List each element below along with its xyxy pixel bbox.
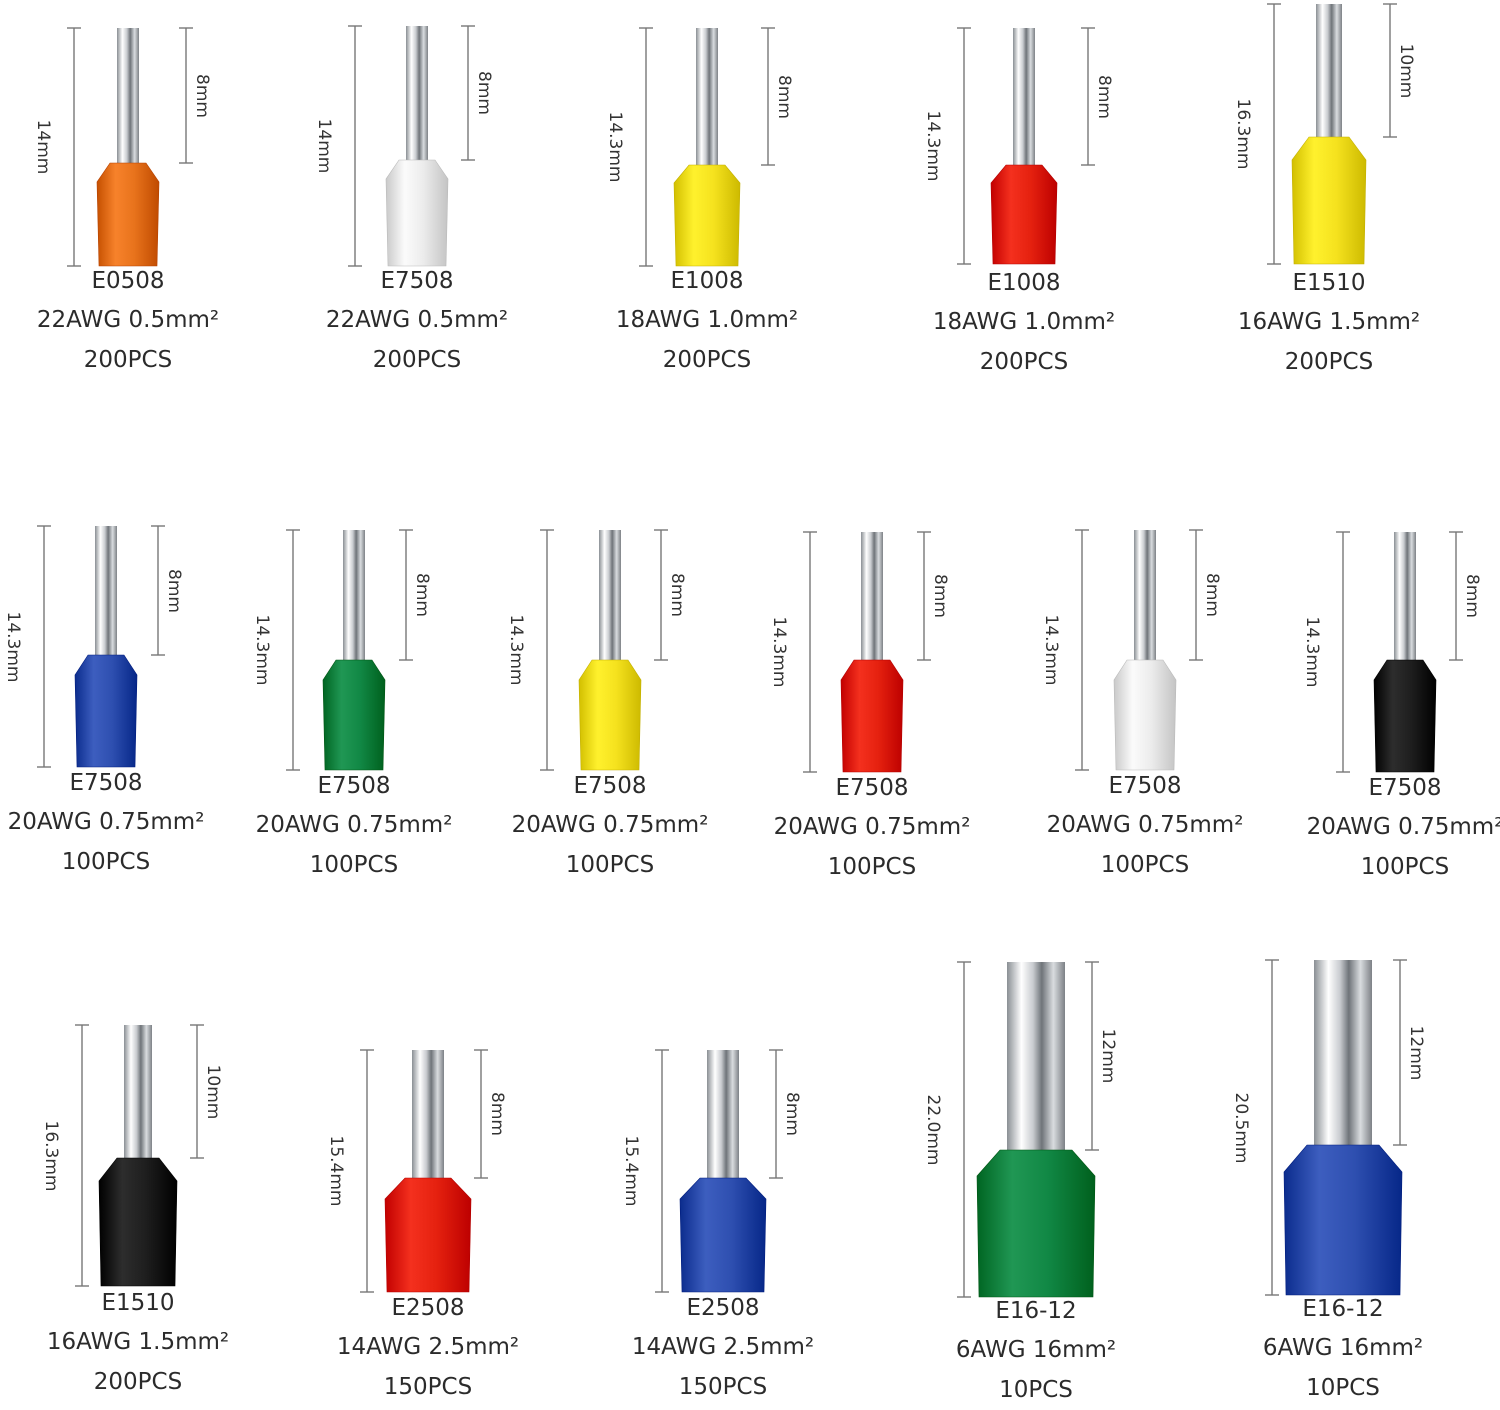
ferrule-spec: 20AWG 0.75mm² (773, 814, 971, 840)
insulating-collar (98, 1157, 178, 1287)
ferrule-quantity: 200PCS (1284, 349, 1374, 375)
insulating-collar (1373, 659, 1437, 773)
ferrule-quantity: 150PCS (678, 1374, 768, 1400)
ferrule-spec: 22AWG 0.5mm² (325, 307, 509, 333)
metal-pin (124, 1025, 152, 1164)
ferrule-code: E7508 (380, 268, 454, 294)
ferrule-quantity: 150PCS (383, 1374, 473, 1400)
metal-pin (412, 1050, 444, 1184)
metal-pin (599, 530, 621, 666)
ferrule-quantity: 100PCS (309, 852, 399, 878)
insulating-collar (679, 1177, 767, 1293)
ferrule-quantity: 200PCS (372, 347, 462, 373)
ferrule-code: E7508 (1108, 773, 1182, 799)
ferrule-code: E7508 (1368, 775, 1442, 801)
ferrule-quantity: 200PCS (83, 347, 173, 373)
insulating-collar (673, 164, 741, 267)
metal-pin (1013, 28, 1035, 171)
ferrule-code: E7508 (835, 775, 909, 801)
ferrule-quantity: 200PCS (662, 347, 752, 373)
ferrule-code: E1510 (101, 1290, 175, 1316)
ferrule-quantity: 100PCS (1360, 854, 1450, 880)
pin-length-label: 12mm (1406, 1025, 1426, 1080)
insulating-collar (1283, 1144, 1403, 1296)
ferrule-spec: 18AWG 1.0mm² (932, 309, 1116, 335)
ferrule-spec: 20AWG 0.75mm² (1046, 812, 1244, 838)
ferrule-code: E7508 (573, 773, 647, 799)
metal-pin (117, 28, 139, 169)
ferrule-code: E0508 (91, 268, 165, 294)
insulating-collar (1291, 136, 1367, 265)
ferrule-quantity: 200PCS (979, 349, 1069, 375)
ferrule-spec: 16AWG 1.5mm² (46, 1329, 230, 1355)
ferrule-code: E2508 (391, 1295, 465, 1321)
metal-pin (1394, 532, 1416, 666)
metal-pin (1007, 962, 1065, 1156)
metal-pin (696, 28, 718, 171)
ferrule-code: E7508 (69, 770, 143, 796)
ferrule-spec: 16AWG 1.5mm² (1237, 309, 1421, 335)
ferrule-spec: 14AWG 2.5mm² (631, 1334, 815, 1360)
ferrule-quantity: 100PCS (565, 852, 655, 878)
metal-pin (406, 26, 428, 166)
metal-pin (95, 526, 117, 661)
ferrule-code: E16-12 (1302, 1296, 1384, 1322)
ferrule-spec: 20AWG 0.75mm² (7, 809, 205, 835)
insulating-collar (96, 162, 160, 267)
metal-pin (707, 1050, 739, 1184)
ferrule-code: E2508 (686, 1295, 760, 1321)
ferrule-quantity: 100PCS (61, 849, 151, 875)
insulating-collar (578, 659, 642, 771)
ferrule-spec: 14AWG 2.5mm² (336, 1334, 520, 1360)
ferrule-spec: 18AWG 1.0mm² (615, 307, 799, 333)
insulating-collar (384, 1177, 472, 1293)
insulating-collar (322, 659, 386, 771)
ferrule-quantity: 10PCS (1306, 1375, 1380, 1401)
ferrule-spec: 20AWG 0.75mm² (1306, 814, 1500, 840)
metal-pin (1134, 530, 1156, 666)
metal-pin (1316, 4, 1342, 143)
ferrule-code: E7508 (317, 773, 391, 799)
ferrule-spec: 6AWG 16mm² (1262, 1335, 1424, 1361)
ferrule-code: E16-12 (995, 1298, 1077, 1324)
ferrule-quantity: 100PCS (1100, 852, 1190, 878)
insulating-collar (990, 164, 1058, 265)
ferrule-code: E1008 (670, 268, 744, 294)
insulating-collar (385, 159, 449, 267)
insulating-collar (840, 659, 904, 773)
metal-pin (861, 532, 883, 666)
metal-pin (343, 530, 365, 666)
ferrule-quantity: 100PCS (827, 854, 917, 880)
metal-pin (1314, 960, 1372, 1151)
ferrule-spec: 20AWG 0.75mm² (511, 812, 709, 838)
ferrule-quantity: 200PCS (93, 1369, 183, 1395)
ferrule-code: E1008 (987, 270, 1061, 296)
insulating-collar (976, 1149, 1096, 1298)
insulating-collar (1113, 659, 1177, 771)
ferrule-code: E1510 (1292, 270, 1366, 296)
ferrule-spec: 6AWG 16mm² (955, 1337, 1117, 1363)
insulating-collar (74, 654, 138, 768)
ferrule-spec: 22AWG 0.5mm² (36, 307, 220, 333)
ferrule-quantity: 10PCS (999, 1377, 1073, 1403)
total-length-label: 20.5mm (1231, 1092, 1251, 1163)
ferrule-spec: 20AWG 0.75mm² (255, 812, 453, 838)
